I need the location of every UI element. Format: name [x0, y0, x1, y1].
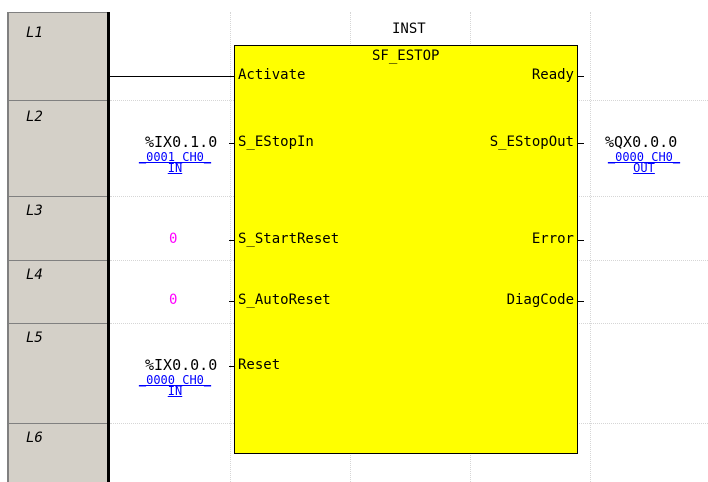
rung-label: L5 [26, 330, 43, 346]
rung-row-l4[interactable]: L4 [7, 260, 108, 323]
rung-label: L3 [26, 203, 43, 219]
function-block-instance-name[interactable]: INST [392, 21, 426, 37]
input-address-reset[interactable]: %IX0.0.0 [145, 356, 218, 374]
input-constant-autoreset[interactable]: 0 [169, 292, 178, 308]
input-pin-s-startreset[interactable]: S_StartReset [238, 231, 340, 247]
pin-stub [578, 76, 584, 77]
output-address-estopout[interactable]: %QX0.0.0 [605, 133, 678, 151]
input-address-estopin[interactable]: %IX0.1.0 [145, 133, 218, 151]
output-varname-estopout[interactable]: _0000_CH0_ OUT [607, 150, 681, 175]
input-constant-startreset[interactable]: 0 [169, 231, 178, 247]
pin-stub [229, 143, 235, 144]
pin-stub [578, 301, 584, 302]
pin-stub [578, 240, 584, 241]
rung-row-l2[interactable]: L2 [7, 100, 108, 196]
grid-line [590, 12, 591, 482]
pin-stub [578, 143, 584, 144]
rung-label: L4 [26, 267, 43, 283]
output-pin-s-estopout[interactable]: S_EStopOut [489, 134, 574, 150]
pin-stub [229, 240, 235, 241]
rung-row-l1[interactable]: L1 [7, 12, 108, 100]
rung-row-l6[interactable]: L6 [7, 423, 108, 482]
function-block-type: SF_ESTOP [372, 48, 440, 64]
input-varname-estopin[interactable]: _0001_CH0_ IN [138, 150, 212, 175]
input-pin-s-autoreset[interactable]: S_AutoReset [238, 292, 331, 308]
pin-stub [229, 366, 235, 367]
output-pin-error[interactable]: Error [531, 231, 574, 247]
function-block-sf-estop[interactable] [234, 45, 578, 454]
input-pin-s-estopin[interactable]: S_EStopIn [238, 134, 314, 150]
grid-line [230, 12, 231, 482]
activate-wire[interactable] [110, 76, 235, 77]
rung-label: L1 [26, 25, 43, 41]
left-power-rail [107, 12, 110, 482]
input-pin-activate[interactable]: Activate [238, 67, 306, 83]
line-number-column [7, 12, 110, 482]
pin-stub [229, 301, 235, 302]
rung-row-l5[interactable]: L5 [7, 323, 108, 423]
output-pin-diagcode[interactable]: DiagCode [506, 292, 574, 308]
rung-label: L2 [26, 109, 43, 125]
output-pin-ready[interactable]: Ready [531, 67, 574, 83]
input-varname-reset[interactable]: _0000_CH0_ IN [138, 373, 212, 398]
rung-label: L6 [26, 430, 43, 446]
input-pin-reset[interactable]: Reset [238, 357, 281, 373]
rung-row-l3[interactable]: L3 [7, 196, 108, 260]
